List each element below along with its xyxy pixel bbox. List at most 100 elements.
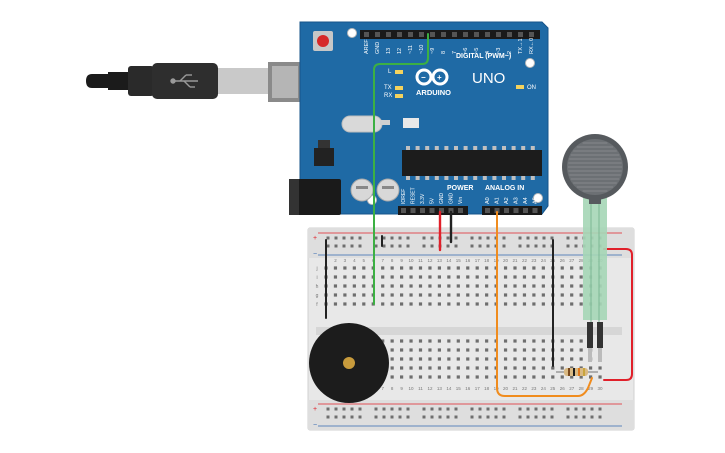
power-pin-label: GND — [449, 193, 455, 205]
power-pin-label: 3.3V — [420, 193, 426, 204]
analog-pin-label: A3 — [514, 197, 520, 204]
row-letter: g — [316, 293, 319, 299]
column-number: 12 — [427, 258, 433, 263]
power-label: POWER — [447, 185, 473, 192]
column-number: 8 — [391, 258, 394, 263]
column-number: 13 — [437, 258, 443, 263]
column-number: 24 — [541, 386, 547, 391]
analog-pin-label: A1 — [495, 197, 501, 204]
column-number: 26 — [560, 258, 566, 263]
column-number: 21 — [512, 258, 518, 263]
column-number: 24 — [541, 258, 547, 263]
rail-plus-bottom-left: + — [313, 406, 317, 413]
column-number: 18 — [484, 386, 490, 391]
column-number: 29 — [588, 386, 594, 391]
power-pin-label: RESET — [411, 187, 417, 204]
column-number: 22 — [522, 386, 528, 391]
usb-cable — [86, 62, 300, 102]
analog-pin-label: A0 — [485, 197, 491, 204]
column-number: 20 — [503, 386, 509, 391]
reset-button — [313, 31, 333, 51]
power-pin-label: Vin — [458, 197, 464, 204]
column-number: 26 — [560, 386, 566, 391]
digital-pin-label: ~3 — [496, 48, 502, 54]
column-number: 28 — [579, 258, 585, 263]
rail-minus-bottom-left: − — [313, 422, 317, 429]
column-number: 7 — [381, 258, 384, 263]
column-number: 28 — [579, 386, 585, 391]
column-number: 23 — [531, 258, 537, 263]
digital-pin-label: RX←0 — [529, 38, 535, 54]
crystal-oscillator — [341, 115, 383, 133]
piezo-buzzer — [309, 323, 389, 403]
resistor — [556, 368, 598, 376]
analog-pin-label: A5 — [533, 197, 539, 204]
force-sensor — [562, 134, 628, 362]
power-pin-label: 5V — [430, 197, 436, 204]
orange-wire-a0 — [496, 211, 593, 397]
capacitors — [350, 178, 400, 202]
column-number: 7 — [381, 386, 384, 391]
column-number: 17 — [475, 258, 481, 263]
usb-symbol-icon — [170, 74, 198, 88]
column-number: 21 — [512, 386, 518, 391]
column-number: 17 — [475, 386, 481, 391]
digital-pin-label: ~11 — [408, 45, 414, 54]
column-number: 14 — [446, 386, 452, 391]
column-number: 5 — [363, 258, 366, 263]
column-number: 10 — [409, 258, 415, 263]
analog-pin-label: A4 — [523, 197, 529, 204]
led-label-on: ON — [527, 85, 536, 91]
column-number: 15 — [456, 386, 462, 391]
column-number: 30 — [598, 386, 604, 391]
voltage-regulator — [314, 148, 334, 166]
digital-pin-label: 7 — [452, 51, 458, 54]
digital-pin-label: ~5 — [474, 48, 480, 54]
column-number: 14 — [446, 258, 452, 263]
svg-text:+: + — [437, 73, 442, 82]
digital-pin-label: 13 — [386, 48, 392, 54]
column-number: 20 — [503, 258, 509, 263]
digital-pin-label: 2 — [507, 51, 513, 54]
column-number: 22 — [522, 258, 528, 263]
rail-plus-top-left: + — [313, 235, 317, 242]
column-number: 27 — [569, 386, 575, 391]
arduino-infinity-icon — [415, 68, 449, 86]
digital-pin-label: 12 — [397, 48, 403, 54]
green-wire — [373, 33, 429, 305]
arduino-model-text: UNO — [472, 70, 505, 87]
column-number: 9 — [400, 258, 403, 263]
digital-pin-label: 8 — [441, 51, 447, 54]
column-number: 16 — [465, 258, 471, 263]
row-letter: j — [315, 266, 317, 272]
column-number: 2 — [334, 258, 337, 263]
column-number: 23 — [531, 386, 537, 391]
arduino-logo-text: ARDUINO — [416, 88, 451, 97]
digital-pin-label: ~6 — [463, 48, 469, 54]
digital-pin-label: 4 — [485, 51, 491, 54]
column-number: 13 — [437, 386, 443, 391]
column-number: 9 — [400, 386, 403, 391]
led-label-rx: RX — [384, 93, 392, 99]
column-number: 16 — [465, 386, 471, 391]
column-number: 8 — [391, 386, 394, 391]
power-pin-label: IOREF — [401, 189, 407, 204]
wires — [325, 33, 633, 397]
digital-pin-label: TX→1 — [518, 38, 524, 54]
digital-pin-label: GND — [375, 42, 381, 54]
column-number: 27 — [569, 258, 575, 263]
led-label-l: L — [388, 69, 392, 75]
digital-pin-label: ~10 — [419, 45, 425, 54]
analog-label: ANALOG IN — [485, 185, 524, 192]
power-pin-label: GND — [439, 193, 445, 205]
row-letter: f — [316, 302, 318, 308]
atmega-chip — [402, 146, 542, 180]
rail-minus-top-left: − — [313, 251, 317, 258]
digital-pin-label: ~9 — [430, 48, 436, 54]
row-letter: i — [316, 275, 317, 281]
column-number: 12 — [427, 386, 433, 391]
